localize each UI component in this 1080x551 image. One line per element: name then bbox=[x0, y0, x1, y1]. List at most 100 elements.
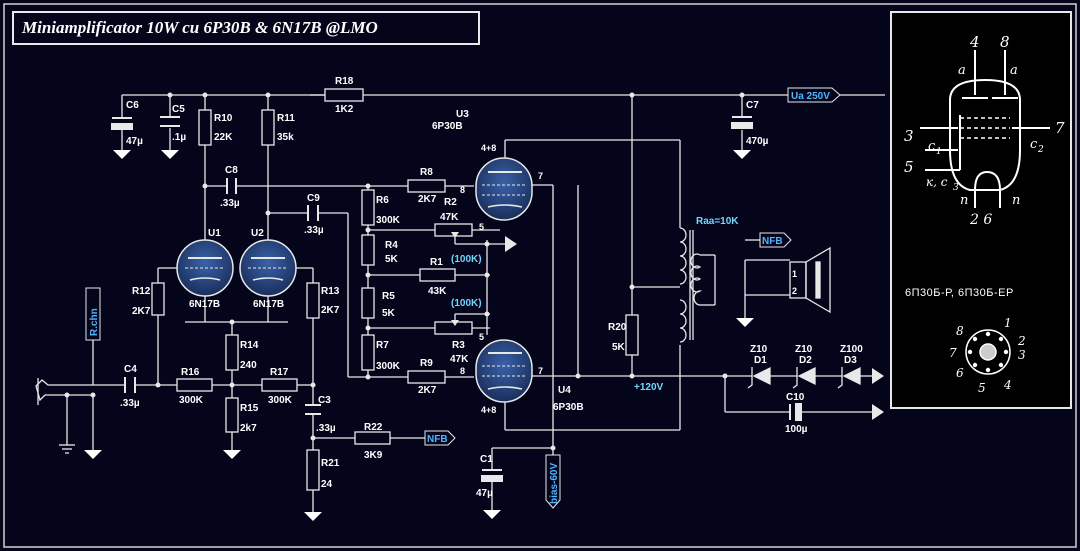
r13-ref: R13 bbox=[321, 286, 340, 297]
c7-ref: C7 bbox=[746, 100, 759, 111]
u4-ref: U4 bbox=[558, 385, 571, 396]
d3-ref: D3 bbox=[844, 355, 857, 366]
r2-ref: R2 bbox=[444, 197, 457, 208]
d1-ref: D1 bbox=[754, 355, 767, 366]
outer-frame bbox=[3, 3, 1077, 548]
r4-ref: R4 bbox=[385, 240, 398, 251]
pin-7-top: 7 bbox=[538, 171, 543, 181]
c3-val: .33µ bbox=[316, 423, 336, 434]
r18-ref: R18 bbox=[335, 76, 354, 87]
socket-pin-7: 7 bbox=[949, 346, 957, 360]
r22-ref: R22 bbox=[364, 422, 383, 433]
pinout-part-name: 6П30Б-Р, 6П30Б-ЕР bbox=[905, 287, 1014, 299]
pinout-cathode: к, c bbox=[926, 175, 948, 189]
input-jack bbox=[35, 378, 70, 405]
r2-val: 47K bbox=[440, 212, 459, 223]
r17-val: 300K bbox=[268, 395, 293, 406]
labels: R18 1K2 R10 22K R11 35k C6 47µ C5 .1µ C8… bbox=[89, 76, 863, 504]
r9-val: 2K7 bbox=[418, 385, 437, 396]
c1-val: 47µ bbox=[476, 488, 493, 499]
pinout-c2: c bbox=[1030, 137, 1038, 152]
pinout-cathode-sub: 3 bbox=[953, 183, 959, 193]
c7-val: 470µ bbox=[746, 136, 769, 147]
r20-ref: R20 bbox=[608, 322, 627, 333]
u3-type: 6P30B bbox=[432, 121, 463, 132]
d1-val: Z10 bbox=[750, 344, 768, 355]
c6-ref: C6 bbox=[126, 100, 139, 111]
socket-pin-5: 5 bbox=[978, 381, 986, 395]
r15-ref: R15 bbox=[240, 403, 259, 414]
schematic-title: Miniamplificator 10W cu 6P30B & 6N17B @L… bbox=[12, 11, 480, 45]
spk-pin-1: 1 bbox=[792, 269, 797, 279]
output-transformer bbox=[679, 227, 703, 343]
r5-ref: R5 bbox=[382, 291, 395, 302]
r10-val: 22K bbox=[214, 132, 233, 143]
bias-tag: bias-60V bbox=[549, 463, 560, 504]
nfb-tag-out: NFB bbox=[762, 236, 783, 247]
c4-ref: C4 bbox=[124, 364, 137, 375]
pinout-pin-3: 3 bbox=[904, 127, 914, 145]
rch-tag: R.chn bbox=[89, 308, 100, 336]
pinout-pin-4: 4 bbox=[969, 33, 980, 51]
c9-ref: C9 bbox=[307, 193, 320, 204]
r11-val: 35k bbox=[277, 132, 294, 143]
u2-type: 6N17B bbox=[253, 299, 284, 310]
r17-ref: R17 bbox=[270, 367, 289, 378]
resistor-bodies bbox=[151, 88, 639, 491]
c10-val: 100µ bbox=[785, 424, 808, 435]
r8-val: 2K7 bbox=[418, 194, 437, 205]
r15-val: 2k7 bbox=[240, 423, 257, 434]
r6-ref: R6 bbox=[376, 195, 389, 206]
r8-ref: R8 bbox=[420, 167, 433, 178]
c9-val: .33µ bbox=[304, 225, 324, 236]
pinout-pin-8: 8 bbox=[1000, 33, 1010, 51]
net-tags bbox=[85, 87, 841, 509]
ground-earth bbox=[59, 444, 75, 454]
pinout-bottom-pins: 2 6 bbox=[969, 212, 992, 228]
r6-val: 300K bbox=[376, 215, 401, 226]
pin-48-top: 4+8 bbox=[481, 143, 496, 153]
tube-u3 bbox=[475, 157, 533, 221]
r18-val: 1K2 bbox=[335, 104, 354, 115]
c10-ref: C10 bbox=[786, 392, 805, 403]
pinout-pin-5: 5 bbox=[904, 158, 914, 176]
u1-ref: U1 bbox=[208, 228, 221, 239]
pot-wipers bbox=[451, 232, 459, 326]
r12-ref: R12 bbox=[132, 286, 151, 297]
c5-val: .1µ bbox=[172, 132, 186, 143]
d2-ref: D2 bbox=[799, 355, 812, 366]
tube-u1 bbox=[176, 239, 234, 297]
pinout-heater-1: п bbox=[960, 193, 968, 208]
u3-ref: U3 bbox=[456, 109, 469, 120]
r5-val: 5K bbox=[382, 308, 396, 319]
r10-ref: R10 bbox=[214, 113, 233, 124]
pinout-anode-1: a bbox=[958, 63, 966, 78]
r7-ref: R7 bbox=[376, 340, 389, 351]
d2-val: Z10 bbox=[795, 344, 813, 355]
r3-val: 47K bbox=[450, 354, 469, 365]
nfb-tag-in: NFB bbox=[427, 434, 448, 445]
r12-val: 2K7 bbox=[132, 306, 151, 317]
r21-ref: R21 bbox=[321, 458, 340, 469]
pinout-c1-sub: 1 bbox=[936, 147, 942, 157]
r16-ref: R16 bbox=[181, 367, 200, 378]
c4-val: .33µ bbox=[120, 398, 140, 409]
r14-ref: R14 bbox=[240, 340, 259, 351]
c1-ref: C1 bbox=[480, 454, 493, 465]
tube-u2 bbox=[239, 239, 297, 297]
r1-ref: R1 bbox=[430, 257, 443, 268]
r4-val: 5K bbox=[385, 254, 399, 265]
pin-8-top: 8 bbox=[460, 185, 465, 195]
ground-symbols bbox=[84, 150, 754, 521]
socket-pin-4: 4 bbox=[1003, 378, 1012, 392]
pinout-heater-2: п bbox=[1012, 193, 1020, 208]
c8-val: .33µ bbox=[220, 198, 240, 209]
socket-pin-6: 6 bbox=[956, 366, 964, 380]
r16-val: 300K bbox=[179, 395, 204, 406]
r7-val: 300K bbox=[376, 361, 401, 372]
r14-val: 240 bbox=[240, 360, 257, 371]
c6-val: 47µ bbox=[126, 136, 143, 147]
r22-val: 3K9 bbox=[364, 450, 383, 461]
r3-ref: R3 bbox=[452, 340, 465, 351]
